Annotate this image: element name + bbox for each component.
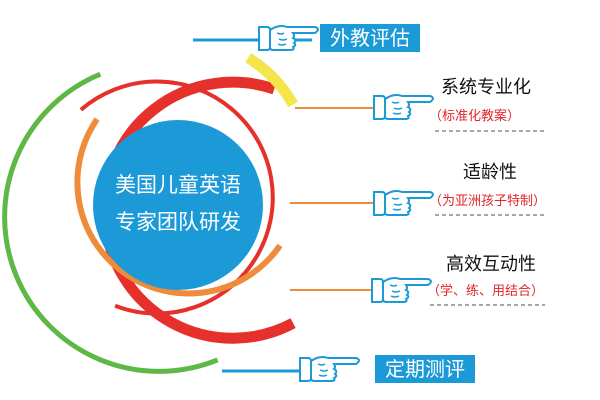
yellow-arc <box>245 53 298 108</box>
center-title-line2: 专家团队研发 <box>115 210 241 234</box>
feature-title-1: 系统专业化 <box>441 77 531 98</box>
center-title-line1: 美国儿童英语 <box>115 173 241 197</box>
top-box-label: 外教评估 <box>320 24 420 52</box>
bottom-box-label: 定期测评 <box>375 355 475 383</box>
pointing-hand-icon <box>258 25 319 51</box>
pointing-hand-icon <box>299 356 360 382</box>
pointing-hand-icon <box>373 190 434 216</box>
inner-red-arc <box>79 79 275 316</box>
pointing-hand-icon <box>373 94 434 120</box>
pointing-hand-icon <box>371 277 432 303</box>
orange-arc <box>74 117 283 297</box>
feature-subtitle-3: （学、练、用结合） <box>427 284 545 299</box>
feature-subtitle-2: （为亚洲孩子特制） <box>429 194 547 209</box>
feature-subtitle-1: （标准化教案） <box>429 109 521 124</box>
feature-title-2: 适龄性 <box>463 162 517 183</box>
feature-title-3: 高效互动性 <box>446 254 536 275</box>
outer-green-arc <box>2 71 219 374</box>
center-circle <box>93 120 263 290</box>
